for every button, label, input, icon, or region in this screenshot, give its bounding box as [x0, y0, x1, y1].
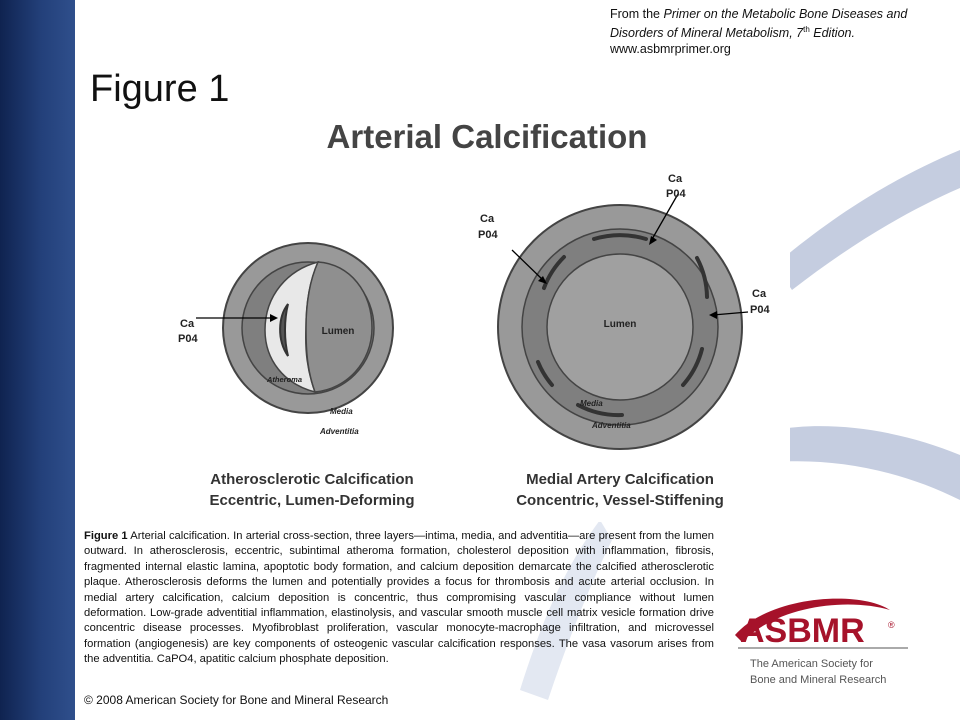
right-adventitia-label: Adventitia — [591, 421, 631, 430]
right-po4-top-label: P04 — [666, 188, 686, 200]
right-ca-arrow-right — [712, 311, 749, 316]
diagram-heading: Arterial Calcification — [327, 118, 648, 155]
left-lumen — [305, 261, 373, 393]
right-ca-arrow-left — [511, 249, 545, 282]
left-caption-line1: Atherosclerotic Calcification — [210, 471, 413, 488]
book-title: Primer on the Metabolic Bone Diseases an… — [610, 7, 908, 41]
figure-caption: Figure 1 Arterial calcification. In arte… — [84, 529, 714, 668]
copyright-notice: © 2008 American Society for Bone and Min… — [84, 693, 389, 707]
right-ca-top-label: Ca — [668, 173, 683, 185]
left-atheroma-label: Atheroma — [266, 375, 302, 384]
asbmr-logo: ASBMR ® The American Society for Bone an… — [735, 598, 908, 686]
caption-text: Arterial calcification. In arterial cros… — [84, 530, 714, 666]
left-lumen-label: Lumen — [322, 326, 355, 337]
right-ca-right-label: Ca — [752, 288, 767, 300]
edition-superscript: th — [803, 25, 810, 34]
left-calcium-deposit — [279, 303, 289, 357]
right-caption-line1: Medial Artery Calcification — [526, 471, 714, 488]
left-caption-line2: Eccentric, Lumen-Deforming — [209, 492, 414, 509]
left-vessel-cross-section: Ca P04 Lumen Atheroma Media Adventitia — [178, 242, 394, 436]
logo-name: ASBMR — [740, 612, 865, 650]
right-media-label: Media — [580, 399, 603, 408]
right-po4-left-label: P04 — [478, 229, 498, 241]
left-adventitia-label: Adventitia — [319, 427, 359, 436]
logo-swoosh-icon — [735, 598, 890, 642]
right-lumen — [546, 253, 694, 401]
source-url: www.asbmrprimer.org — [610, 42, 731, 57]
right-vessel-cross-section: Ca P04 Ca P04 Ca P04 Lumen Media Adventi… — [478, 173, 770, 450]
logo-tagline-2: Bone and Mineral Research — [750, 674, 886, 686]
left-po4-label: P04 — [178, 333, 198, 345]
right-calcium-deposits — [536, 233, 709, 418]
left-media-label: Media — [330, 407, 353, 416]
logo-tagline-1: The American Society for — [750, 658, 873, 670]
left-sidebar-band — [0, 0, 75, 720]
figure-title: Figure 1 — [90, 68, 230, 110]
right-po4-right-label: P04 — [750, 304, 770, 316]
logo-reg: ® — [888, 620, 895, 630]
right-lumen-label: Lumen — [604, 319, 637, 330]
caption-label: Figure 1 — [84, 530, 128, 542]
right-caption-line2: Concentric, Vessel-Stiffening — [516, 492, 724, 509]
source-citation: From the Primer on the Metabolic Bone Di… — [610, 7, 908, 57]
arterial-calcification-diagram: Arterial Calcification Ca P04 Lumen Athe… — [160, 112, 790, 522]
left-ca-label: Ca — [180, 318, 195, 330]
right-ca-arrow-top — [650, 193, 679, 242]
right-ca-left-label: Ca — [480, 213, 495, 225]
